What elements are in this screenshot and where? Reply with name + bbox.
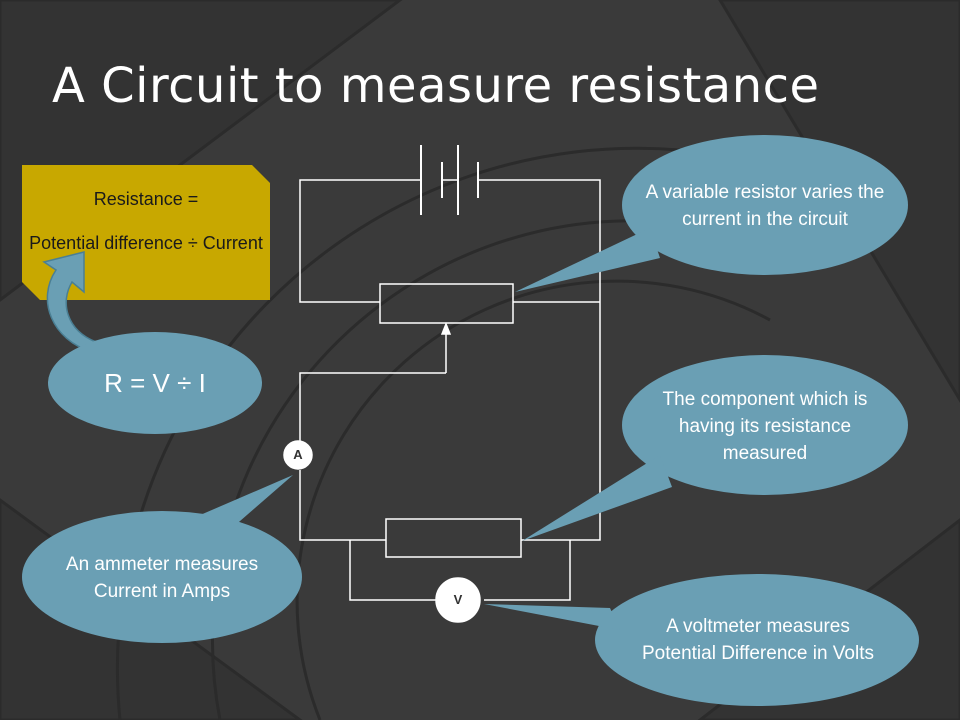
ammeter-label: A [293, 447, 303, 462]
callout-ammeter-text: An ammeter measures Current in Amps [65, 554, 259, 602]
measured-component [385, 518, 522, 558]
callout-voltmeter-text: A voltmeter measures Potential Differenc… [641, 616, 874, 664]
wire-left-to-slider [299, 372, 446, 443]
formula-line-1: Resistance = [93, 189, 199, 209]
callout-variable-resistor-text: A variable resistor varies the current i… [645, 182, 885, 230]
circuit-diagram [283, 145, 601, 623]
equation-text: R = V ÷ I [104, 367, 206, 398]
curved-arrow-icon [42, 251, 97, 353]
callout-ammeter [22, 475, 302, 643]
ammeter-circle [283, 440, 313, 470]
voltmeter-wire-right [484, 540, 571, 601]
callout-component-text: The component which is having its resist… [662, 388, 868, 464]
wire-top-right [478, 179, 601, 541]
callout-component [522, 355, 908, 541]
callout-variable-resistor [515, 135, 908, 292]
voltmeter-label: V [453, 592, 463, 607]
callout-voltmeter [484, 574, 919, 706]
wire-ammeter-down [299, 470, 386, 541]
formula-line-2: Potential difference ÷ Current [29, 233, 263, 253]
equation-ellipse [48, 332, 262, 434]
slider-arrowhead [440, 321, 452, 335]
wire-top-left [299, 179, 421, 303]
variable-resistor [379, 283, 514, 324]
slide-title: A Circuit to measure resistance [52, 58, 820, 114]
formula-box-text: Resistance = Potential difference ÷ Curr… [24, 165, 268, 300]
voltmeter-circle [435, 577, 481, 623]
voltmeter-wire-left [349, 540, 442, 601]
